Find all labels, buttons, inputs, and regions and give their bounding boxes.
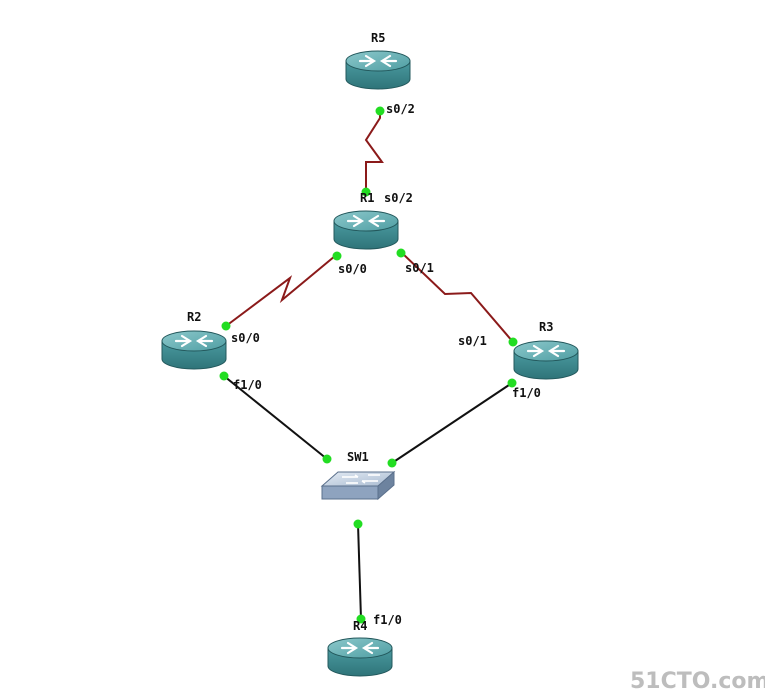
router-r1[interactable] <box>333 210 399 250</box>
device-label-r5: R5 <box>371 31 385 45</box>
links-layer <box>223 111 514 620</box>
port-label-r5-s0-2: s0/2 <box>386 102 415 116</box>
port-label-r3-s0-1: s0/1 <box>458 334 487 348</box>
port-dots <box>219 106 518 624</box>
port-dot[interactable] <box>508 337 518 347</box>
port-dot[interactable] <box>353 519 363 529</box>
device-label-r4: R4 <box>353 619 367 633</box>
port-dot[interactable] <box>361 187 371 197</box>
link-r1-r2[interactable] <box>225 255 336 327</box>
port-dot[interactable] <box>219 371 229 381</box>
port-dot[interactable] <box>322 454 332 464</box>
device-label-r1: R1 <box>360 191 374 205</box>
port-dot[interactable] <box>332 251 342 261</box>
router-arrows-icon <box>526 344 566 358</box>
router-arrows-icon <box>358 54 398 68</box>
link-r3-sw1[interactable] <box>391 382 513 464</box>
link-r2-sw1[interactable] <box>223 375 328 460</box>
port-label-r2-s0-0: s0/0 <box>231 331 260 345</box>
port-label-r2-f1-0: f1/0 <box>233 378 262 392</box>
device-label-r2: R2 <box>187 310 201 324</box>
switch-sw1[interactable] <box>320 470 396 501</box>
router-r5[interactable] <box>345 50 411 90</box>
switch-arrows-icon <box>342 474 380 484</box>
device-label-sw1: SW1 <box>347 450 369 464</box>
router-arrows-icon <box>346 214 386 228</box>
router-r3[interactable] <box>513 340 579 380</box>
port-label-r1-s0-0: s0/0 <box>338 262 367 276</box>
port-label-r3-f1-0: f1/0 <box>512 386 541 400</box>
port-dot[interactable] <box>356 614 366 624</box>
port-dot[interactable] <box>375 106 385 116</box>
device-labels: R5 R1 R2 R3 SW1 R4 <box>187 31 553 633</box>
port-labels: s0/2 s0/2 s0/0 s0/1 s0/0 s0/1 f1/0 f1/0 … <box>231 102 541 627</box>
port-label-r1-s0-1: s0/1 <box>405 261 434 275</box>
port-dot[interactable] <box>396 248 406 258</box>
watermark: 51CTO.com <box>630 669 765 690</box>
port-dot[interactable] <box>507 378 517 388</box>
link-sw1-r4[interactable] <box>357 523 362 620</box>
port-label-r1-s0-2: s0/2 <box>384 191 413 205</box>
port-label-r4-f1-0: f1/0 <box>373 613 402 627</box>
router-arrows-icon <box>174 334 214 348</box>
router-arrows-icon <box>340 641 380 655</box>
device-label-r3: R3 <box>539 320 553 334</box>
port-dot[interactable] <box>221 321 231 331</box>
router-r2[interactable] <box>161 330 227 370</box>
router-r4[interactable] <box>327 637 393 677</box>
link-r1-r3[interactable] <box>401 252 514 343</box>
port-dot[interactable] <box>387 458 397 468</box>
link-r5-r1[interactable] <box>364 111 384 192</box>
